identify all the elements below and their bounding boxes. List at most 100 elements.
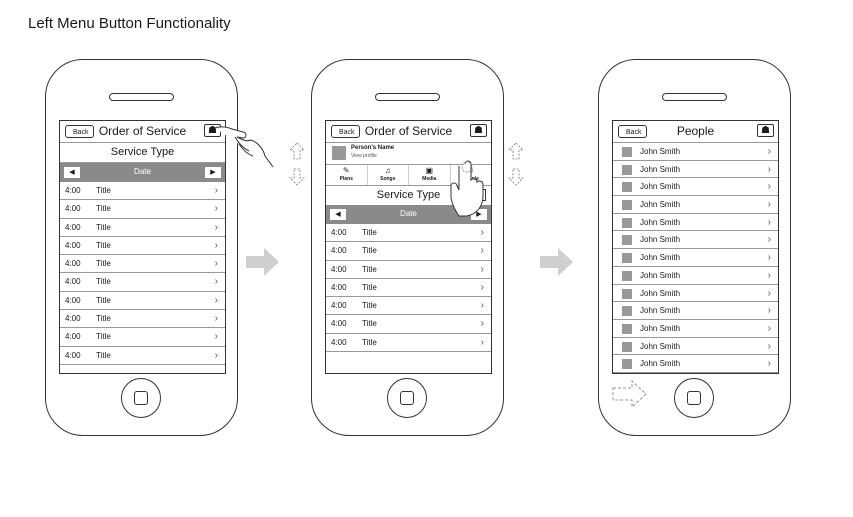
speaker-slot: [109, 93, 174, 101]
person-row[interactable]: John Smith›: [613, 267, 778, 285]
chevron-right-icon: ›: [767, 163, 771, 175]
chevron-right-icon: ›: [214, 276, 218, 288]
person-row[interactable]: John Smith›: [613, 338, 778, 356]
back-button[interactable]: Back: [331, 125, 360, 138]
service-type-header: Service Type: [60, 143, 225, 163]
pointing-hand-icon: [214, 126, 274, 168]
home-icon[interactable]: ☗: [757, 124, 774, 137]
speaker-slot: [662, 93, 727, 101]
date-bar: ◀ Date ▶: [326, 205, 491, 224]
avatar: [622, 323, 632, 334]
person-name: John Smith: [640, 306, 681, 316]
phone-home-button: [674, 378, 714, 418]
prev-date-button[interactable]: ◀: [330, 209, 346, 220]
nav-bar: Back Order of Service ☗: [60, 121, 225, 143]
chevron-right-icon: ›: [767, 322, 771, 334]
view-profile-link[interactable]: View profile: [351, 153, 377, 159]
item-time: 4:00: [65, 240, 81, 250]
tab-plans[interactable]: ✎ Plans: [326, 165, 368, 185]
person-name: John Smith: [640, 200, 681, 210]
avatar: [622, 147, 632, 157]
item-title: Title: [96, 240, 111, 250]
chevron-right-icon: ›: [767, 305, 771, 317]
screen-order-of-service: Back Order of Service ☗ Service Type ◀ D…: [59, 120, 226, 374]
item-time: 4:00: [331, 282, 347, 292]
chevron-right-icon: ›: [214, 331, 218, 343]
chevron-right-icon: ›: [214, 185, 218, 196]
item-title: Title: [96, 204, 111, 214]
person-row[interactable]: John Smith ›: [613, 285, 778, 303]
profile-row[interactable]: Person's Name View profile: [326, 143, 491, 165]
item-title: Title: [362, 301, 377, 311]
tab-label: Songs: [380, 176, 396, 182]
nav-bar: Back Order of Service ☗: [326, 121, 491, 143]
item-title: Title: [362, 264, 377, 274]
avatar: [332, 146, 346, 160]
flow-arrow-right-icon: [246, 248, 279, 276]
item-time: 4:00: [331, 319, 347, 329]
back-button[interactable]: Back: [618, 125, 647, 138]
item-title: Title: [362, 319, 377, 329]
profile-name: Person's Name: [351, 145, 395, 151]
page-title: Left Menu Button Functionality: [28, 15, 231, 32]
chevron-right-icon: ›: [767, 340, 771, 352]
person-row[interactable]: John Smith›: [613, 178, 778, 197]
plans-icon: ✎: [342, 166, 350, 175]
person-row[interactable]: John Smith›: [613, 231, 778, 250]
person-row[interactable]: John Smith›: [613, 249, 778, 267]
item-time: 4:00: [65, 204, 81, 214]
person-name: John Smith: [640, 359, 681, 369]
item-title: Title: [362, 246, 377, 256]
item-title: Title: [96, 350, 111, 360]
item-time: 4:00: [331, 246, 347, 256]
item-title: Title: [362, 282, 377, 292]
list-item[interactable]: 4:00 Title ›: [326, 315, 491, 334]
date-label: Date: [400, 209, 417, 218]
person-row[interactable]: John Smith ›: [613, 161, 778, 179]
chevron-right-icon: ›: [480, 336, 484, 348]
tab-songs[interactable]: ♫ Songs: [368, 165, 409, 185]
person-row[interactable]: John Smith›: [613, 196, 778, 214]
person-name: John Smith: [640, 164, 681, 174]
prev-date-button[interactable]: ◀: [64, 167, 80, 178]
person-row[interactable]: John Smith›: [613, 320, 778, 338]
chevron-right-icon: ›: [767, 287, 771, 299]
person-row[interactable]: John Smith ›: [613, 302, 778, 320]
chevron-right-icon: ›: [480, 300, 484, 312]
item-time: 4:00: [331, 337, 347, 347]
next-date-button[interactable]: ▶: [471, 209, 487, 220]
person-row[interactable]: John Smith›: [613, 214, 778, 232]
avatar: [622, 253, 632, 264]
chevron-right-icon: ›: [480, 318, 484, 330]
avatar: [622, 306, 632, 317]
person-row[interactable]: John Smith›: [613, 143, 778, 161]
person-row[interactable]: John Smith›: [613, 355, 778, 373]
next-date-button[interactable]: ▶: [205, 167, 221, 178]
phone-home-button: [121, 378, 161, 418]
home-icon[interactable]: ☗: [470, 124, 487, 137]
tab-media[interactable]: ▣ Media: [409, 165, 451, 185]
swipe-right-arrow-icon: [612, 380, 647, 408]
phone-mockup-order-of-service: Back Order of Service ☗ Service Type ◀ D…: [45, 59, 238, 436]
avatar: [622, 200, 632, 211]
back-button[interactable]: Back: [65, 125, 94, 138]
person-name: John Smith: [640, 288, 681, 298]
media-icon: ▣: [425, 166, 434, 175]
chevron-right-icon: ›: [214, 313, 218, 325]
